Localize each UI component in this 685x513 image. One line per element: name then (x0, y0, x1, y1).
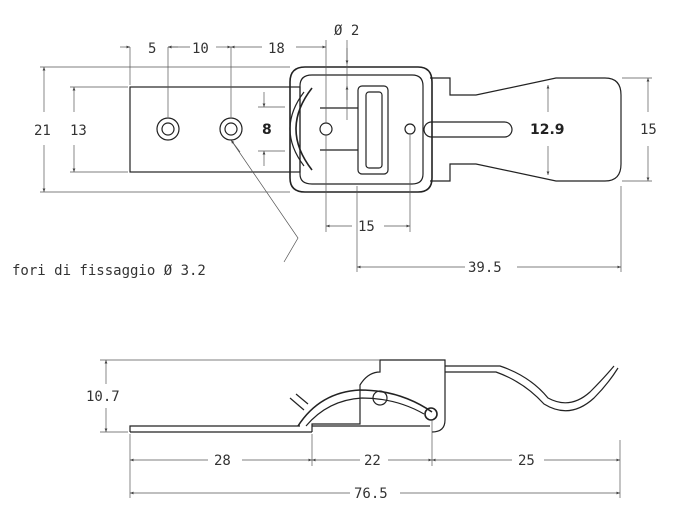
dim-21: 21 (34, 123, 51, 139)
side-lever (297, 389, 433, 427)
dim-8: 8 (262, 122, 272, 138)
side-base-plate (129, 425, 300, 432)
side-pivot-front (372, 390, 388, 406)
hook-slot (423, 121, 513, 138)
dim-25: 25 (518, 453, 535, 469)
latch-frame (289, 66, 433, 193)
dim-15-width: 15 (358, 219, 375, 235)
hook-plate (430, 77, 622, 182)
side-view: 10.7 28 22 25 76.5 (86, 359, 621, 502)
dim-76-5: 76.5 (354, 486, 388, 502)
side-hook-arm (445, 365, 615, 404)
dim-10: 10 (192, 41, 209, 57)
lever-curve (295, 87, 313, 171)
hook-hole (404, 123, 416, 135)
dim-13: 13 (70, 123, 87, 139)
side-frame (311, 359, 446, 433)
pin-hole (319, 122, 333, 136)
dim-28: 28 (214, 453, 231, 469)
dim-39-5: 39.5 (468, 260, 502, 276)
hinge-block (357, 85, 389, 175)
dim-22: 22 (364, 453, 381, 469)
side-pivot-rear (424, 407, 438, 421)
dim-18: 18 (268, 41, 285, 57)
dim-5: 5 (148, 41, 156, 57)
top-view: 5 10 18 Ø 2 21 13 8 (12, 23, 657, 279)
dim-15-height: 15 (640, 122, 657, 138)
mounting-holes-note: fori di fissaggio Ø 3.2 (12, 263, 206, 279)
mounting-hole-left (156, 117, 180, 141)
dim-10-7: 10.7 (86, 389, 120, 405)
base-plate (129, 86, 301, 173)
mounting-hole-right (219, 117, 243, 141)
dim-12-9: 12.9 (530, 122, 565, 138)
dim-diameter-2: Ø 2 (334, 23, 359, 39)
